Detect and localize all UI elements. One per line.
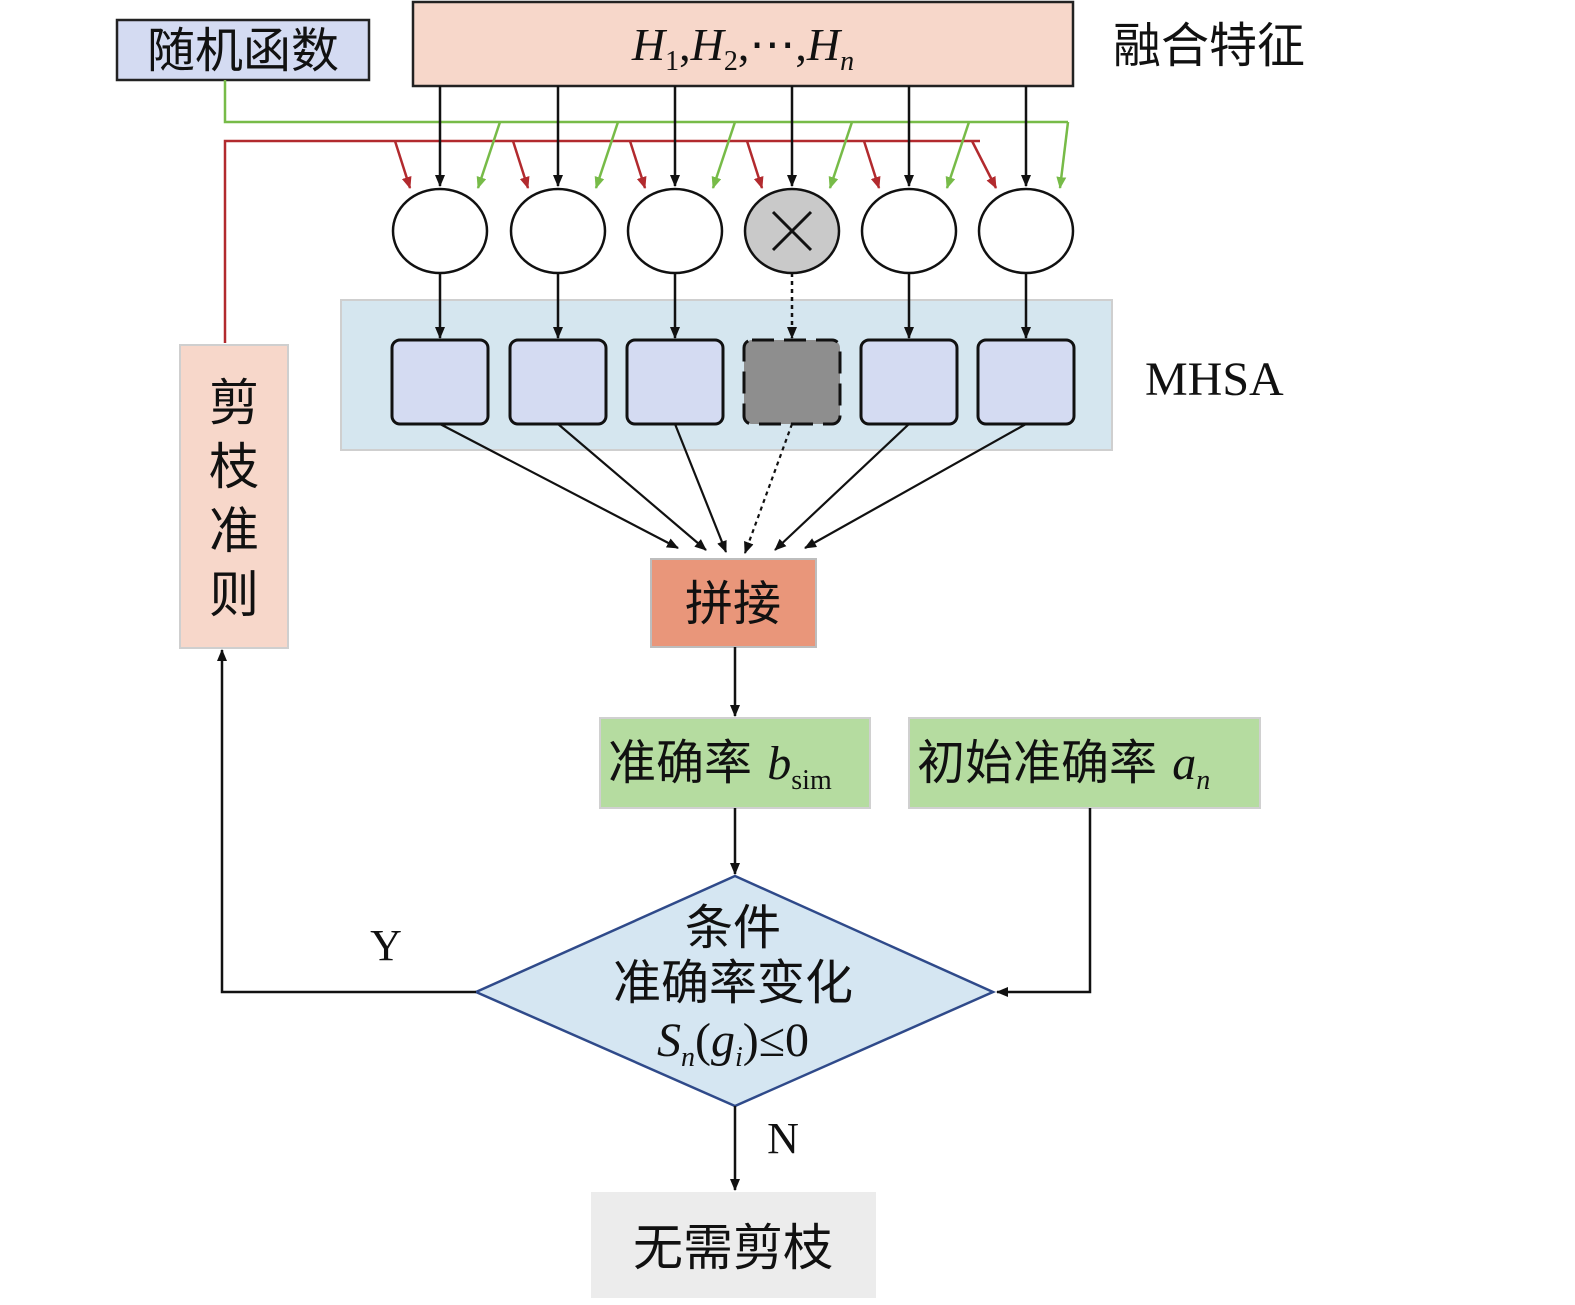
head-node-2 bbox=[509, 187, 607, 275]
attention-head-1 bbox=[390, 338, 490, 426]
pruning-rule-char-3: 准 bbox=[209, 502, 259, 560]
attention-head-6 bbox=[976, 338, 1076, 426]
arrow-prune-signal-3 bbox=[628, 140, 647, 189]
arrow-random-signal-6 bbox=[1056, 121, 1070, 189]
accuracy-box: 准确率 bsim bbox=[599, 717, 871, 809]
condition-diamond: 条件 准确率变化 Sn(gi)≤0 bbox=[472, 874, 997, 1108]
fused-features-label: 融合特征 bbox=[1113, 18, 1305, 74]
concat-box: 拼接 bbox=[650, 558, 817, 648]
condition-formula: Sn(gi)≤0 bbox=[657, 1014, 809, 1073]
attention-head-2 bbox=[508, 338, 608, 426]
pruning-rule-char-4: 则 bbox=[209, 566, 259, 624]
no-prune-box: 无需剪枝 bbox=[591, 1192, 876, 1298]
arrow-random-signal-3 bbox=[711, 121, 737, 189]
arrow-random-signal-1 bbox=[476, 121, 502, 189]
pruned-attention-head bbox=[742, 338, 842, 426]
arrow-head-to-concat-2 bbox=[557, 423, 707, 551]
arrow-random-signal-5 bbox=[945, 121, 971, 189]
attention-head-5 bbox=[859, 338, 959, 426]
random-control-line bbox=[223, 80, 1068, 124]
arrow-prune-signal-4 bbox=[745, 140, 764, 189]
random-function-box: 随机函数 bbox=[115, 18, 371, 82]
arrow-prune-signal-5 bbox=[862, 140, 881, 189]
arrow-prune-signal-6 bbox=[970, 140, 998, 189]
arrow-initial-to-condition bbox=[996, 808, 1092, 997]
fused-features-box: H1,H2,⋯,Hn bbox=[411, 0, 1075, 88]
concat-label: 拼接 bbox=[685, 576, 781, 632]
branch-yes-label: Y bbox=[370, 921, 402, 970]
arrow-head-to-concat-5 bbox=[774, 423, 910, 551]
head-node-5 bbox=[860, 187, 958, 275]
branch-no-label: N bbox=[767, 1114, 799, 1163]
heads-layer bbox=[340, 86, 1113, 554]
pruning-rule-box: 剪 枝 准 则 bbox=[179, 344, 289, 649]
head-node-3 bbox=[626, 187, 724, 275]
pruning-rule-char-1: 剪 bbox=[209, 374, 259, 432]
arrow-prune-signal-1 bbox=[393, 140, 412, 189]
no-prune-label: 无需剪枝 bbox=[633, 1219, 833, 1277]
head-node-6 bbox=[977, 187, 1075, 275]
random-function-label: 随机函数 bbox=[147, 23, 339, 79]
arrow-head-to-concat-4 bbox=[743, 423, 794, 554]
mhsa-label: MHSA bbox=[1145, 353, 1284, 406]
arrow-yes-to-pruning-rule bbox=[217, 649, 476, 994]
initial-accuracy-label: 初始准确率 an bbox=[917, 735, 1210, 796]
arrow-head-to-concat-1 bbox=[439, 423, 679, 549]
pruning-rule-char-2: 枝 bbox=[209, 438, 259, 496]
attention-head-3 bbox=[625, 338, 725, 426]
condition-subtitle: 准确率变化 bbox=[613, 955, 853, 1011]
arrow-head-to-concat-6 bbox=[804, 423, 1027, 549]
initial-accuracy-box: 初始准确率 an bbox=[908, 717, 1261, 809]
accuracy-label: 准确率 bsim bbox=[608, 735, 832, 796]
head-node-1 bbox=[391, 187, 489, 275]
arrow-prune-signal-2 bbox=[511, 140, 530, 189]
fused-features-formula: H1,H2,⋯,Hn bbox=[631, 19, 854, 77]
arrow-random-signal-4 bbox=[828, 121, 854, 189]
arrow-head-to-concat-3 bbox=[673, 423, 728, 553]
condition-title: 条件 bbox=[685, 900, 781, 956]
arrow-random-signal-2 bbox=[594, 121, 620, 189]
